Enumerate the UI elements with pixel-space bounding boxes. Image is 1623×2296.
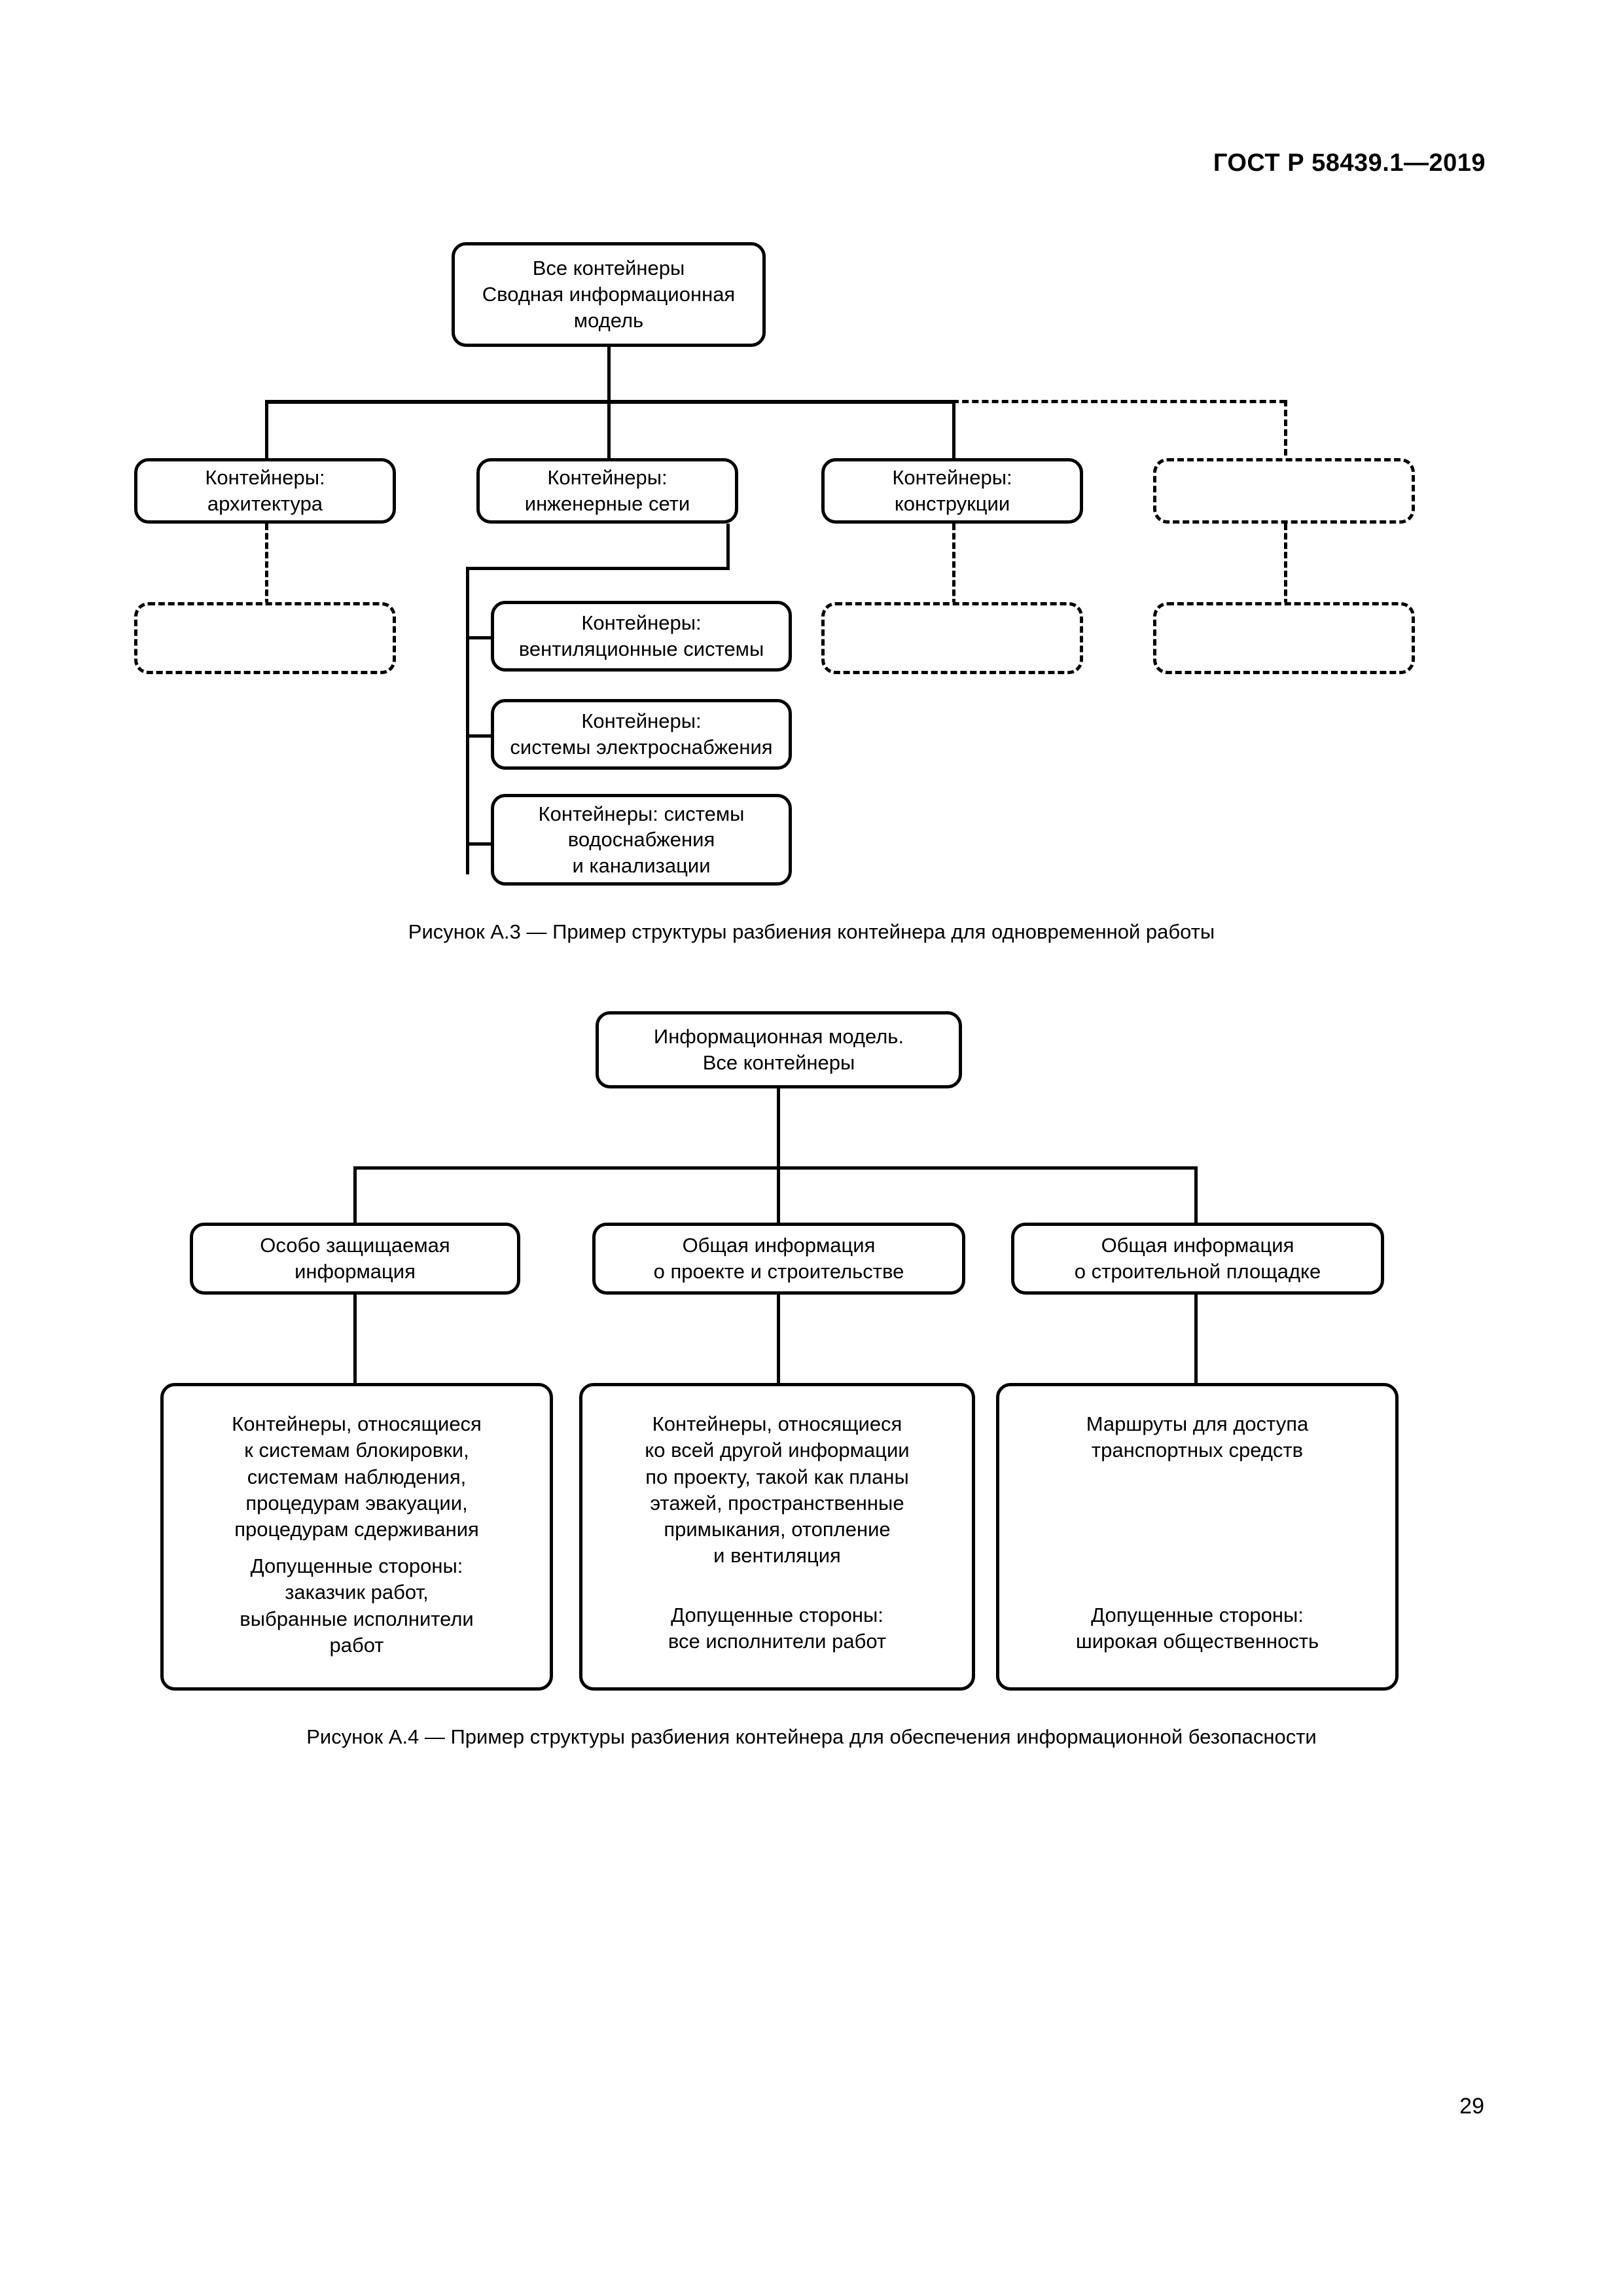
a3-root-node: Все контейнеры Сводная информационная мо… [452,242,766,347]
a3-node-architecture: Контейнеры: архитектура [134,458,396,524]
a4-root-stem [777,1088,780,1168]
a4-detail-site-parties: Допущенные стороны: широкая общественнос… [1075,1604,1319,1653]
a4-drop-protected [353,1166,357,1229]
a3-node-engineering: Контейнеры: инженерные сети [476,458,738,524]
a4-node-protected-info: Особо защищаемая информация [190,1223,520,1295]
a4-drop-site-detail [1194,1295,1198,1386]
a3-engineering-spine [466,567,469,874]
a4-detail-protected-description: Контейнеры, относящиеся к системам блоки… [232,1412,482,1541]
a3-stub-ventilation [466,636,493,639]
a4-detail-protected-parties: Допущенные стороны: заказчик работ, выбр… [240,1554,474,1657]
a3-drop-placeholder [1284,400,1287,465]
a4-bus [353,1166,1198,1170]
a3-node-ventilation: Контейнеры: вентиляционные системы [491,601,792,672]
a3-drop-placeholder-child [1284,524,1287,605]
a3-drop-structures [952,400,955,465]
standard-header: ГОСТ Р 58439.1—2019 [1213,149,1486,177]
a4-detail-site-info: Маршруты для доступа транспортных средст… [996,1383,1399,1691]
a3-drop-engineering [607,400,611,465]
a4-node-project-info: Общая информация о проекте и строительст… [592,1223,965,1295]
a3-node-structures: Контейнеры: конструкции [821,458,1083,524]
figure-a4-caption: Рисунок А.4 — Пример структуры разбиения… [306,1725,1317,1748]
a4-root-node: Информационная модель. Все контейнеры [596,1011,962,1088]
a3-node-placeholder-top [1153,458,1415,524]
a3-node-water-supply: Контейнеры: системы водоснабжения и кана… [491,794,792,886]
a4-node-site-info: Общая информация о строительной площадке [1011,1223,1384,1295]
a3-drop-architecture [265,400,268,465]
a4-detail-project-parties: Допущенные стороны: все исполнители рабо… [668,1604,887,1653]
a4-detail-project-description: Контейнеры, относящиеся ко всей другой и… [645,1412,910,1568]
a3-placeholder-extra-child [1153,602,1415,674]
a4-drop-project [777,1166,780,1229]
a3-placeholder-architecture-child [134,602,396,674]
a4-detail-project-info: Контейнеры, относящиеся ко всей другой и… [579,1383,975,1691]
a3-engineering-elbow-left [466,567,730,570]
a4-drop-protected-detail [353,1295,357,1386]
a3-root-stem [607,347,611,402]
a4-detail-site-description: Маршруты для доступа транспортных средст… [1086,1412,1309,1462]
figure-a3-caption: Рисунок А.3 — Пример структуры разбиения… [408,920,1215,943]
a3-drop-architecture-child [265,524,268,605]
a3-stub-power [466,734,493,738]
a3-engineering-elbow-down [726,524,730,569]
a3-stub-water [466,842,493,846]
a4-drop-site [1194,1166,1198,1229]
a4-drop-project-detail [777,1295,780,1386]
a3-node-power-supply: Контейнеры: системы электроснабжения [491,699,792,770]
a3-placeholder-structures-child [821,602,1083,674]
page-number: 29 [1459,2094,1484,2119]
a3-bus-dashed [952,400,1286,403]
a4-detail-protected-info: Контейнеры, относящиеся к системам блоки… [160,1383,553,1691]
a3-drop-structures-child [952,524,955,605]
